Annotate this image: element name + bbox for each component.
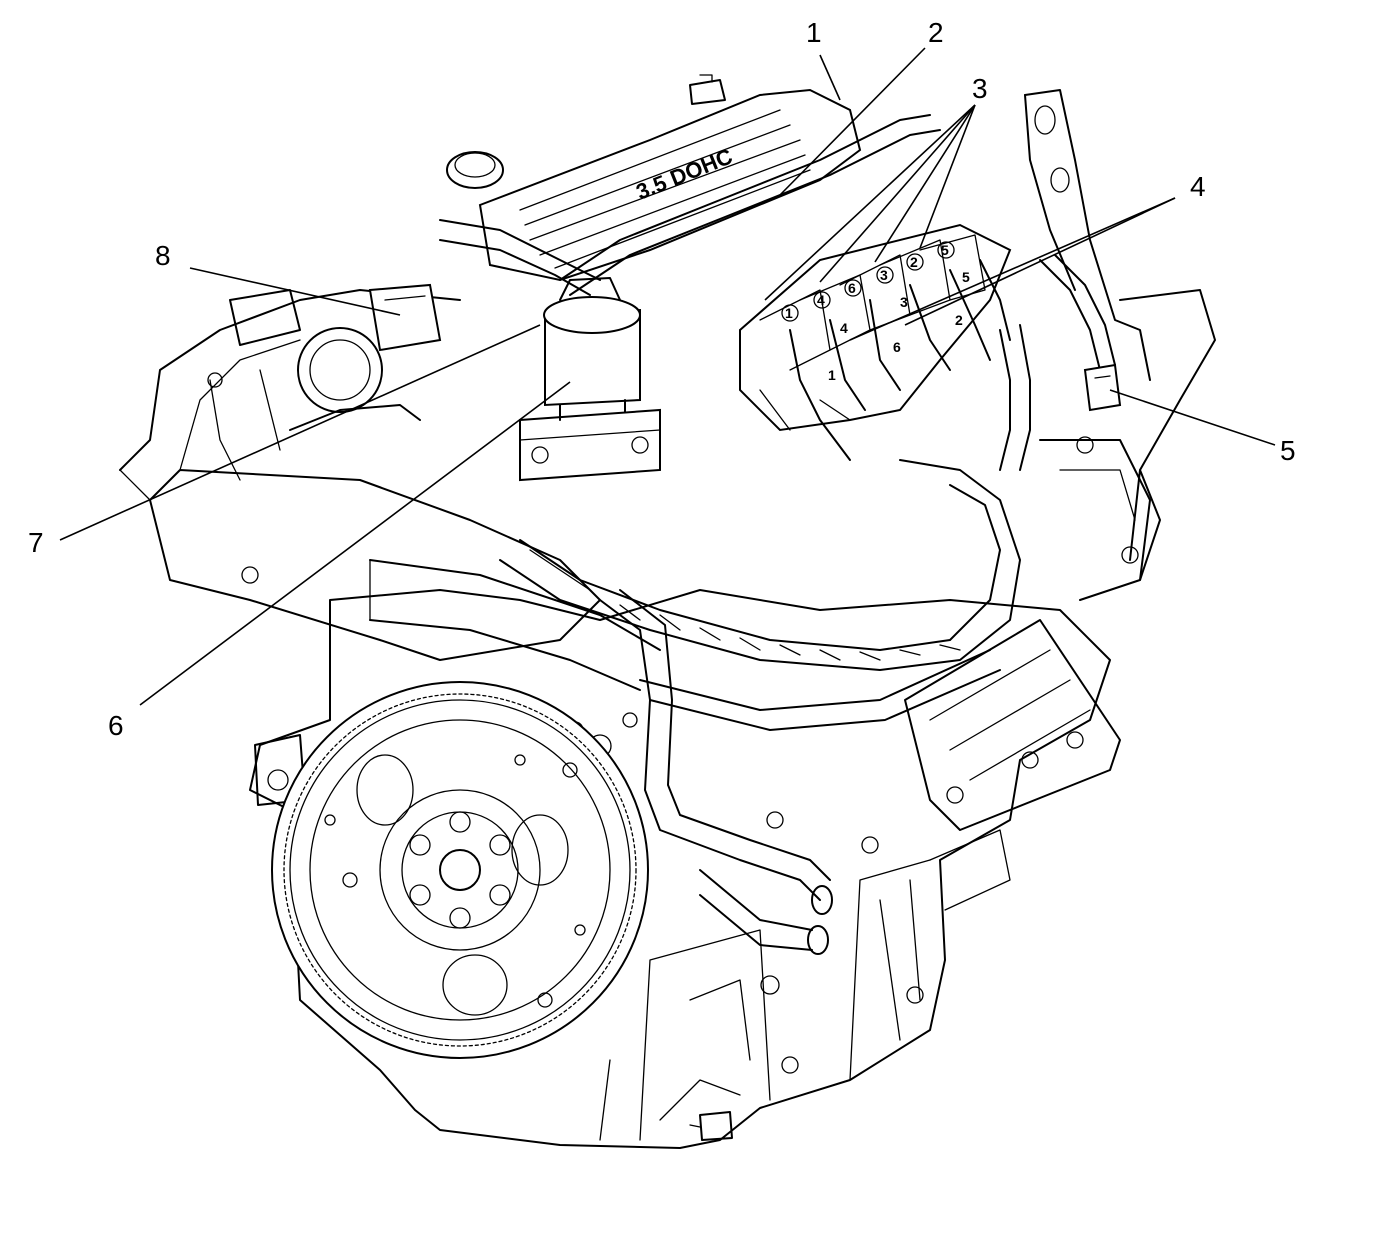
callout-5: 5 — [1280, 435, 1296, 466]
callout-2: 2 — [928, 17, 944, 48]
wire-number: 2 — [955, 312, 963, 328]
leader-line-6 — [139, 381, 571, 706]
leader-line-3a — [764, 104, 976, 301]
callout-4: 4 — [1190, 171, 1206, 202]
wiring-harness — [439, 114, 1116, 731]
wire-number: 5 — [962, 269, 970, 285]
callout-7: 7 — [28, 527, 44, 558]
leader-line-5 — [1109, 389, 1276, 446]
coil-number: 2 — [910, 254, 918, 270]
exhaust-manifold — [1039, 436, 1151, 601]
leader-line-3d — [919, 104, 976, 249]
wire-number: 1 — [828, 367, 836, 383]
throttle-body — [289, 283, 442, 431]
leader-line-7 — [59, 324, 541, 541]
coil-number: 6 — [848, 280, 856, 296]
coil-number: 1 — [785, 305, 793, 321]
leader-line-1 — [819, 54, 841, 101]
callout-numbers: 1 2 3 4 5 6 7 8 — [28, 17, 1296, 741]
leader-line-3c — [874, 104, 976, 263]
wire-number: 4 — [840, 320, 848, 336]
engine-bracket-right — [904, 619, 1121, 831]
spark-plug-wires — [789, 259, 1011, 461]
callout-3: 3 — [972, 73, 988, 104]
callout-8: 8 — [155, 240, 171, 271]
wire-number: 3 — [900, 294, 908, 310]
coil-number: 3 — [880, 267, 888, 283]
wire-number-labels: 1 4 6 3 2 5 — [828, 269, 970, 383]
coolant-pipe — [599, 589, 833, 955]
callout-6: 6 — [108, 710, 124, 741]
flywheel — [271, 681, 649, 1059]
callout-leaders — [59, 47, 1276, 706]
egr-valve — [519, 277, 661, 482]
leader-line-4b — [904, 197, 1176, 326]
leader-line-2 — [779, 47, 926, 196]
leader-line-3b — [819, 104, 976, 283]
camshaft-position-sensor — [1083, 363, 1122, 412]
coil-number: 5 — [941, 242, 949, 258]
coil-number-labels: 1 4 6 3 2 5 — [781, 241, 955, 322]
callout-1: 1 — [806, 17, 822, 48]
leader-line-4a — [849, 197, 1176, 341]
valve-cover: 3.5 DOHC — [446, 74, 862, 282]
intake-manifold — [119, 289, 601, 661]
wire-number: 6 — [893, 339, 901, 355]
lifting-bracket — [1024, 89, 1216, 581]
intake-tube — [369, 559, 661, 691]
leader-line-8 — [189, 267, 401, 316]
coil-number: 4 — [817, 292, 825, 308]
